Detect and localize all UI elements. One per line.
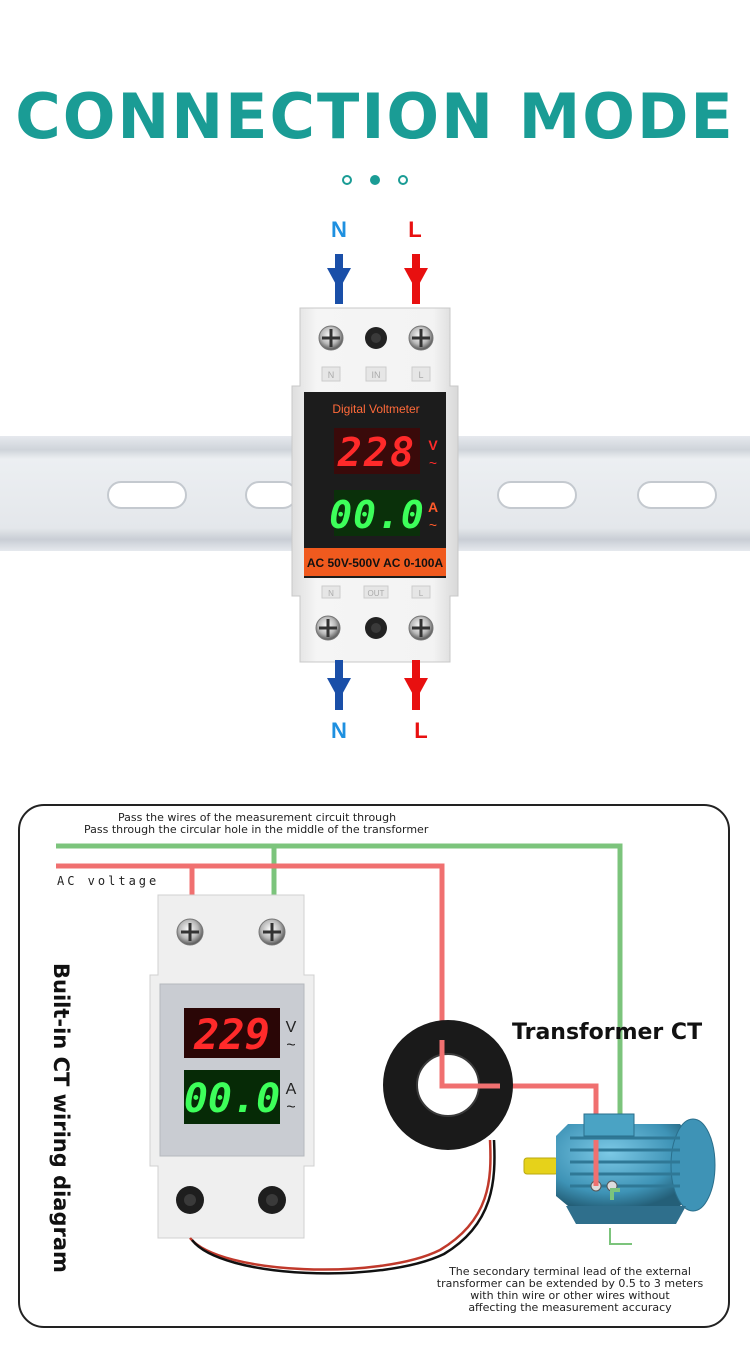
arrow-down-icon — [327, 268, 351, 290]
live-label: L — [414, 718, 427, 743]
measurement-note: Pass the wires of the measurement circui… — [84, 812, 504, 836]
slot-label: OUT — [368, 589, 385, 598]
arrow-down-icon — [404, 678, 428, 700]
voltage-reading: 228 — [337, 430, 416, 476]
diagram-title-vertical: Built-in CT wiring diagram — [49, 963, 73, 1273]
page-dot[interactable] — [398, 175, 408, 185]
voltage-display — [334, 428, 420, 474]
spec-strip — [304, 548, 446, 576]
device-label: Digital Voltmeter — [332, 402, 419, 416]
note-line: transformer can be extended by 0.5 to 3 … — [436, 1277, 704, 1290]
page-dot-active[interactable] — [370, 175, 380, 185]
current-unit: A — [428, 499, 438, 515]
neutral-label: N — [331, 718, 347, 743]
live-label: L — [408, 217, 421, 242]
note-line: affecting the measurement accuracy — [468, 1301, 672, 1314]
pagination-dots — [337, 172, 417, 188]
ac-symbol: ~ — [429, 455, 437, 471]
display-panel — [304, 392, 446, 578]
transformer-ct-label: Transformer CT — [512, 1020, 703, 1045]
ac-symbol: ~ — [429, 517, 437, 533]
slot-label: L — [419, 589, 424, 598]
note-line: The secondary terminal lead of the exter… — [449, 1265, 691, 1278]
arrow-down-icon — [404, 268, 428, 290]
ac-voltage-label: AC voltage — [57, 874, 160, 888]
note-line: with thin wire or other wires without — [470, 1289, 670, 1302]
current-reading: 00.0 — [329, 493, 425, 537]
top-connection-diagram: N IN L Digital Voltmeter 228 V ~ 00.0 A … — [0, 217, 750, 743]
extension-note: The secondary terminal lead of the exter… — [420, 1266, 720, 1314]
current-display — [334, 490, 420, 536]
neutral-label: N — [331, 217, 347, 242]
slot-label: N — [328, 370, 335, 380]
arrow-down-icon — [327, 678, 351, 700]
wiring-diagram-frame — [18, 804, 730, 1328]
page-title: CONNECTION MODE — [15, 80, 735, 153]
slot-label: N — [328, 589, 334, 598]
slot-label: L — [418, 370, 423, 380]
note-line: Pass through the circular hole in the mi… — [84, 823, 429, 836]
page-dot[interactable] — [342, 175, 352, 185]
spec-text: AC 50V-500V AC 0-100A — [307, 556, 444, 570]
slot-label: IN — [372, 370, 381, 380]
note-line: Pass the wires of the measurement circui… — [118, 811, 397, 824]
voltage-unit: V — [428, 437, 438, 453]
